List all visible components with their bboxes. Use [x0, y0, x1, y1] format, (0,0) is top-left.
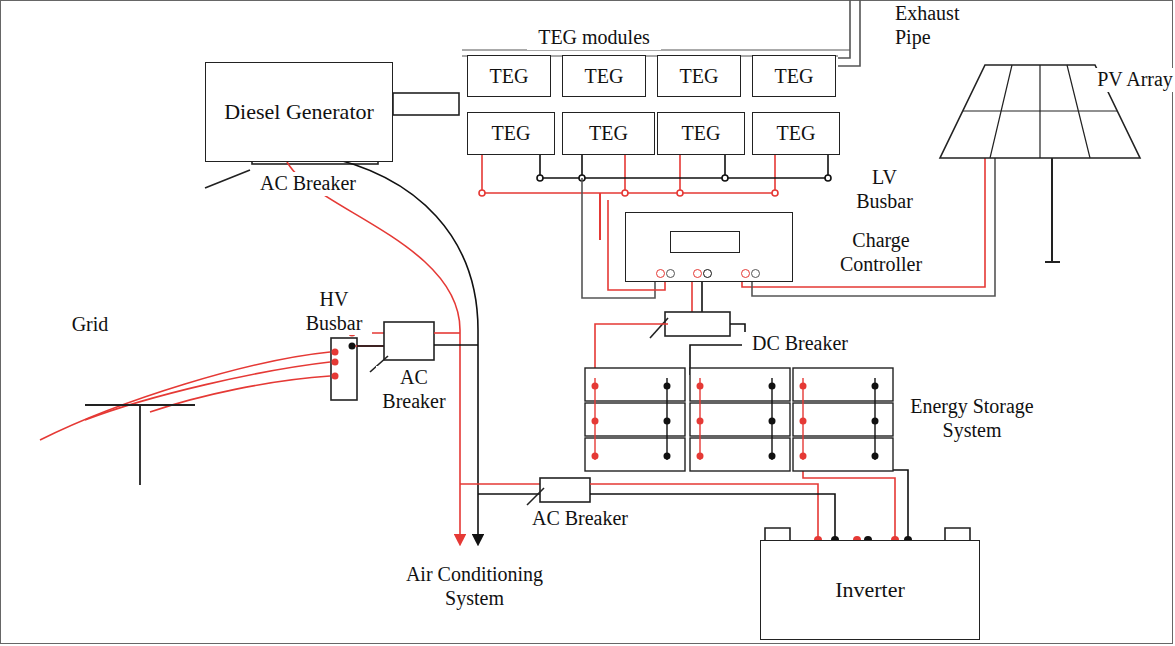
- node-label: Diesel Generator: [224, 99, 374, 124]
- part-label: TEG modules: [527, 26, 661, 50]
- teg-module-box: TEG: [752, 55, 836, 97]
- node-label: TEG: [680, 65, 719, 88]
- controller-display: [670, 231, 740, 253]
- battery-part: [872, 453, 879, 460]
- part-label: DC Breaker: [742, 332, 858, 356]
- battery-part: [664, 383, 671, 390]
- battery-part: [585, 403, 685, 436]
- battery-part: [793, 403, 893, 436]
- battery-part: [592, 383, 599, 390]
- battery-part: [872, 383, 879, 390]
- part-label: LV Busbar: [845, 166, 924, 213]
- part-label: Air Conditioning System: [385, 563, 564, 610]
- battery-part: [872, 418, 879, 425]
- node-label: Charge Controller: [826, 228, 936, 276]
- terminal: [751, 269, 760, 278]
- node-label: TEG: [585, 65, 624, 88]
- battery-part: [690, 438, 790, 471]
- battery-part: [697, 383, 704, 390]
- part-label: Exhaust Pipe: [893, 2, 982, 49]
- teg-module-box: TEG: [657, 112, 745, 155]
- terminal: [656, 269, 665, 278]
- part-label: HV Busbar: [296, 288, 372, 335]
- part-label: AC Breaker: [250, 172, 366, 196]
- node-label: TEG: [589, 122, 628, 145]
- node-label: TEG: [777, 122, 816, 145]
- generator-box: Diesel Generator: [205, 62, 393, 162]
- terminal: [703, 269, 712, 278]
- battery-part: [800, 383, 807, 390]
- part-label: PV Array: [1093, 68, 1175, 92]
- teg-module-box: TEG: [467, 55, 551, 97]
- part-label: AC Breaker: [522, 507, 638, 531]
- teg-module-box: TEG: [562, 55, 646, 97]
- battery-part: [664, 418, 671, 425]
- part-label: AC Breaker: [376, 366, 452, 413]
- terminal: [741, 269, 750, 278]
- battery-part: [690, 368, 790, 401]
- part-label: Grid: [62, 313, 118, 337]
- battery-part: [592, 418, 599, 425]
- part-label: Energy Storage System: [895, 395, 1049, 442]
- inverter-box: Inverter: [760, 540, 980, 640]
- battery-part: [800, 453, 807, 460]
- teg-module-box: TEG: [562, 112, 655, 155]
- node-label: TEG: [775, 65, 814, 88]
- battery-part: [800, 418, 807, 425]
- node-label: TEG: [492, 122, 531, 145]
- battery-part: [690, 403, 790, 436]
- battery-part: [769, 453, 776, 460]
- terminal: [693, 269, 702, 278]
- teg-module-box: TEG: [467, 112, 555, 155]
- battery-part: [793, 368, 893, 401]
- battery-part: [664, 453, 671, 460]
- terminal: [666, 269, 675, 278]
- battery-part: [585, 438, 685, 471]
- battery-part: [769, 383, 776, 390]
- node-label: TEG: [682, 122, 721, 145]
- node-label: TEG: [490, 65, 529, 88]
- node-label: Inverter: [835, 577, 905, 602]
- teg-module-box: TEG: [657, 55, 741, 97]
- teg-module-box: TEG: [752, 112, 840, 155]
- battery-part: [793, 438, 893, 471]
- battery-part: [697, 418, 704, 425]
- charge-controller-box: Charge Controller: [625, 212, 793, 282]
- battery-part: [697, 453, 704, 460]
- battery-part: [585, 368, 685, 401]
- battery-part: [592, 453, 599, 460]
- battery-bank: [585, 368, 893, 471]
- battery-part: [769, 418, 776, 425]
